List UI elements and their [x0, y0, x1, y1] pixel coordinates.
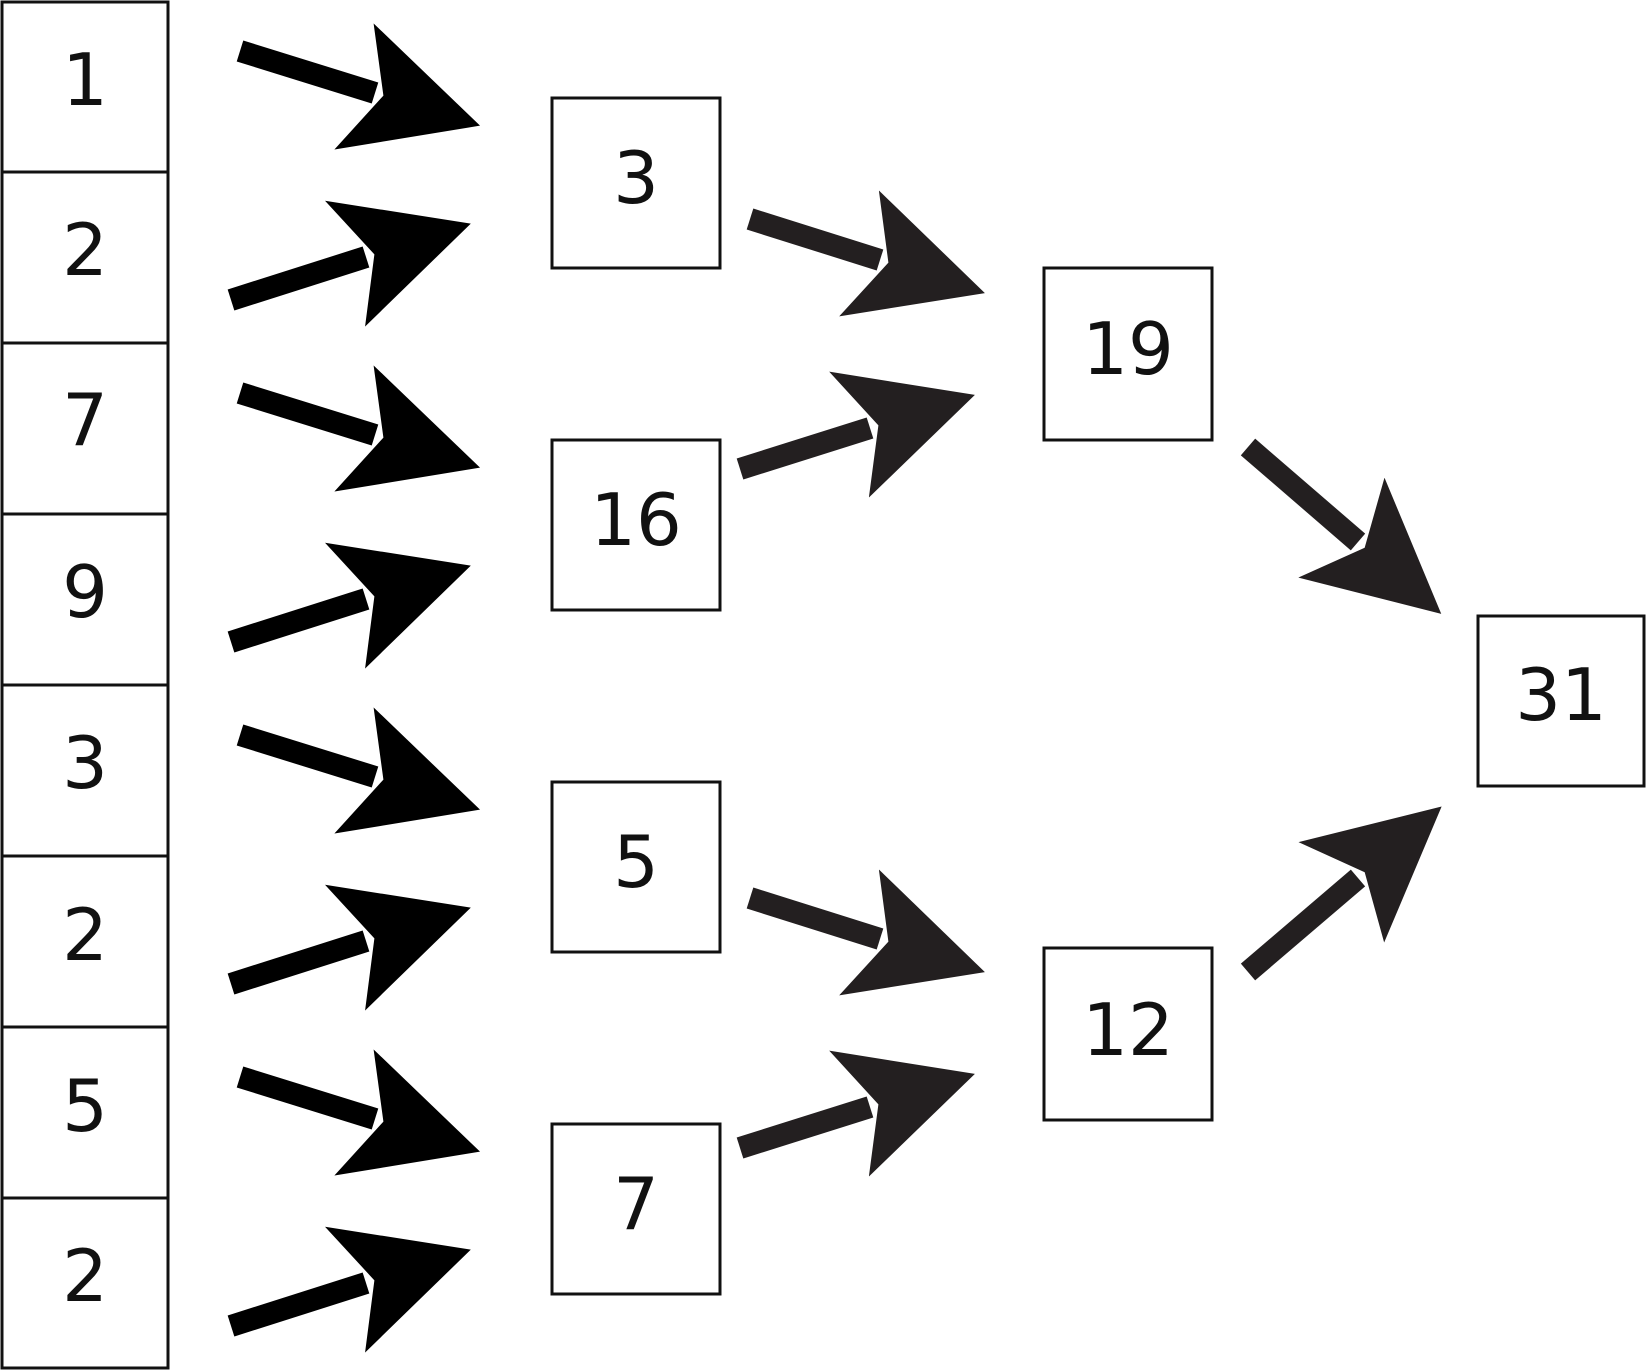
level2-arrows — [1240, 438, 1442, 981]
result-node: 31 — [1476, 614, 1646, 788]
arrow-right-icon — [227, 542, 471, 669]
arrow-right-icon — [1240, 438, 1442, 614]
arrow-right-icon — [227, 884, 471, 1011]
input-value: 2 — [62, 893, 108, 977]
level1-nodes: 3 16 5 7 — [550, 96, 722, 1296]
input-value: 3 — [62, 721, 108, 805]
sum-node: 16 — [550, 438, 722, 612]
arrow-right-icon — [227, 200, 471, 327]
input-value: 7 — [62, 378, 108, 462]
sum-value: 3 — [613, 136, 659, 220]
input-value: 2 — [62, 1234, 108, 1318]
input-cell: 2 — [0, 1196, 170, 1370]
sum-node: 5 — [550, 780, 722, 954]
input-value: 2 — [62, 208, 108, 292]
level1-arrows — [736, 190, 985, 1177]
sum-node: 12 — [1042, 946, 1214, 1122]
arrow-right-icon — [236, 365, 481, 492]
input-cell: 3 — [0, 683, 170, 858]
sum-value: 12 — [1082, 988, 1174, 1072]
arrow-right-icon — [236, 23, 481, 150]
sum-node: 7 — [550, 1122, 722, 1296]
input-value: 9 — [62, 550, 108, 634]
sum-value: 7 — [613, 1162, 659, 1246]
arrow-right-icon — [746, 190, 985, 317]
arrow-right-icon — [1240, 806, 1442, 981]
arrow-right-icon — [736, 1050, 975, 1177]
sum-node: 3 — [550, 96, 722, 270]
arrow-right-icon — [746, 869, 985, 996]
arrow-right-icon — [227, 1226, 471, 1353]
result-value: 31 — [1515, 653, 1607, 737]
sum-node: 19 — [1042, 266, 1214, 442]
sum-value: 16 — [590, 478, 682, 562]
sum-value: 19 — [1082, 307, 1174, 391]
arrow-right-icon — [236, 707, 481, 834]
input-cell: 5 — [0, 1025, 170, 1200]
input-cell: 2 — [0, 170, 170, 345]
input-cell: 2 — [0, 854, 170, 1029]
input-value: 5 — [62, 1064, 108, 1148]
arrow-right-icon — [736, 371, 975, 498]
input-cell: 7 — [0, 341, 170, 516]
level2-nodes: 19 12 — [1042, 266, 1214, 1122]
input-value: 1 — [62, 38, 108, 122]
input-arrows — [227, 23, 481, 1353]
input-array: 1 2 7 9 3 2 5 — [0, 0, 170, 1370]
input-cell: 9 — [0, 512, 170, 687]
arrow-right-icon — [236, 1049, 481, 1176]
input-cell: 1 — [0, 0, 170, 174]
sum-value: 5 — [613, 820, 659, 904]
